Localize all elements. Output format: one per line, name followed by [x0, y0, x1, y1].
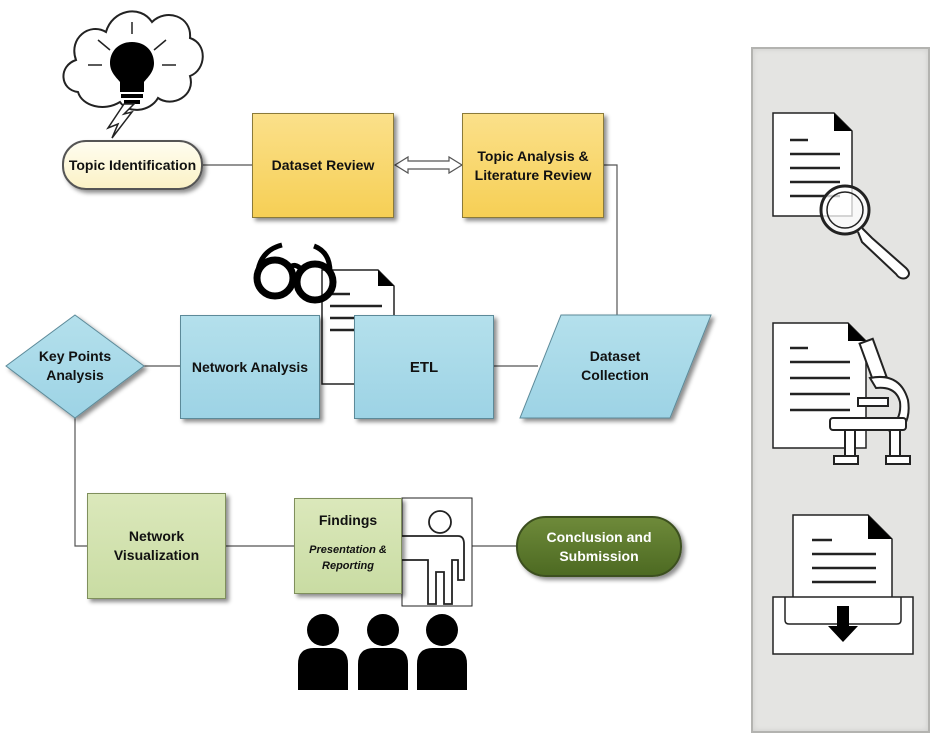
presenter-icon [401, 497, 473, 607]
audience-icon [298, 614, 467, 690]
network-visualization-label: Network Visualization [113, 528, 200, 563]
topic-identification-node[interactable]: Topic Identification [62, 140, 203, 190]
key-points-label: Key Points Analysis [38, 348, 112, 383]
document-search-icon [772, 112, 910, 280]
connector-keypoints-visualization [74, 418, 87, 547]
connector-topic-collection [603, 164, 618, 316]
findings-subtitle: Presentation & Reporting [309, 544, 387, 572]
etl-label: ETL [409, 358, 439, 376]
topic-analysis-node[interactable]: Topic Analysis & Literature Review [462, 113, 604, 218]
dataset-review-node[interactable]: Dataset Review [252, 113, 394, 218]
glasses-icon [253, 242, 337, 304]
findings-node[interactable]: Findings Presentation & Reporting [294, 498, 402, 594]
conclusion-node[interactable]: Conclusion and Submission [516, 516, 682, 577]
dataset-review-label: Dataset Review [271, 157, 375, 173]
findings-title: Findings [318, 512, 378, 528]
lightbulb-cloud-icon [62, 10, 204, 139]
network-visualization-node[interactable]: Network Visualization [87, 493, 226, 599]
etl-node[interactable]: ETL [354, 315, 494, 419]
dataset-collection-label: Dataset Collection [581, 348, 649, 383]
conclusion-label: Conclusion and Submission [546, 528, 652, 564]
network-analysis-node[interactable]: Network Analysis [180, 315, 320, 419]
dataset-collection-node[interactable]: Dataset Collection [565, 344, 665, 388]
topic-identification-label: Topic Identification [68, 156, 197, 173]
document-microscope-icon [772, 322, 911, 465]
key-points-node[interactable]: Key Points Analysis [20, 344, 130, 388]
network-analysis-label: Network Analysis [191, 358, 309, 375]
topic-analysis-label: Topic Analysis & Literature Review [474, 147, 592, 183]
document-inbox-download-icon [772, 514, 914, 655]
